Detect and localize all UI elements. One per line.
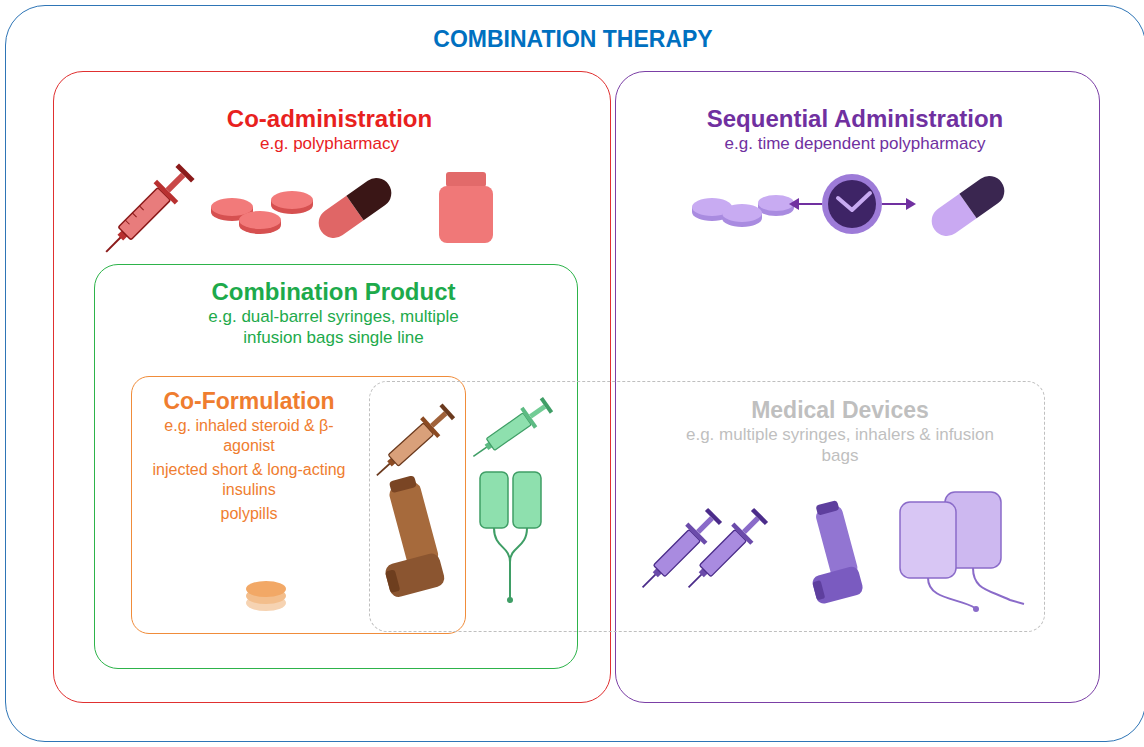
tablet-icon <box>692 195 794 227</box>
syringe-icon <box>466 394 554 466</box>
capsule-icon <box>313 172 397 244</box>
bottle-icon <box>439 172 493 243</box>
inhaler-icon <box>363 474 447 599</box>
region-note: polypills <box>144 504 354 524</box>
region-note: injected short & long-acting insulins <box>144 460 354 499</box>
region-heading: Co-Formulation <box>144 387 354 415</box>
tablet-icon <box>211 191 313 234</box>
region-note: e.g. inhaled steroid & β-agonist <box>144 416 354 455</box>
infusion-bag-icon <box>900 492 1024 612</box>
text-group: Medical Devicese.g. multiple syringes, i… <box>670 396 1010 467</box>
region-note: e.g. polypharmacy <box>130 134 530 155</box>
text-group: COMBINATION THERAPY <box>6 25 1140 53</box>
syringe-icon <box>96 161 198 263</box>
region-note: e.g. dual-barrel syringes, multiple infu… <box>184 307 484 348</box>
infusion-bag-icon <box>480 472 541 603</box>
region-heading: Co-administration <box>54 104 605 133</box>
polypill-icon <box>246 581 286 611</box>
region-box: Sequential Administratione.g. time depen… <box>615 71 1100 703</box>
inhaler-icon <box>793 499 864 605</box>
capsule-icon <box>926 170 1010 242</box>
region-box: COMBINATION THERAPYCo-administratione.g.… <box>5 5 1144 742</box>
syringe-icon <box>633 505 725 597</box>
region-box: Medical Devicese.g. multiple syringes, i… <box>369 381 1045 632</box>
clock-icon <box>789 174 916 234</box>
text-group: Combination Producte.g. dual-barrel syri… <box>95 277 572 349</box>
region-heading: COMBINATION THERAPY <box>6 25 1140 53</box>
region-heading: Combination Product <box>95 277 572 306</box>
region-box: Combination Producte.g. dual-barrel syri… <box>94 264 578 669</box>
region-note: e.g. time dependent polypharmacy <box>635 134 1075 155</box>
syringe-icon <box>368 401 457 485</box>
text-group: Co-administratione.g. polypharmacy <box>54 104 605 155</box>
region-heading: Medical Devices <box>670 396 1010 424</box>
syringe-icon <box>679 505 771 597</box>
region-box: Co-administratione.g. polypharmacyCombin… <box>53 71 611 703</box>
region-note: e.g. multiple syringes, inhalers & infus… <box>680 425 1000 466</box>
text-group: Co-Formulatione.g. inhaled steroid & β-a… <box>144 387 354 524</box>
text-group: Sequential Administratione.g. time depen… <box>616 104 1094 155</box>
region-box: Co-Formulatione.g. inhaled steroid & β-a… <box>131 376 466 634</box>
region-heading: Sequential Administration <box>616 104 1094 133</box>
